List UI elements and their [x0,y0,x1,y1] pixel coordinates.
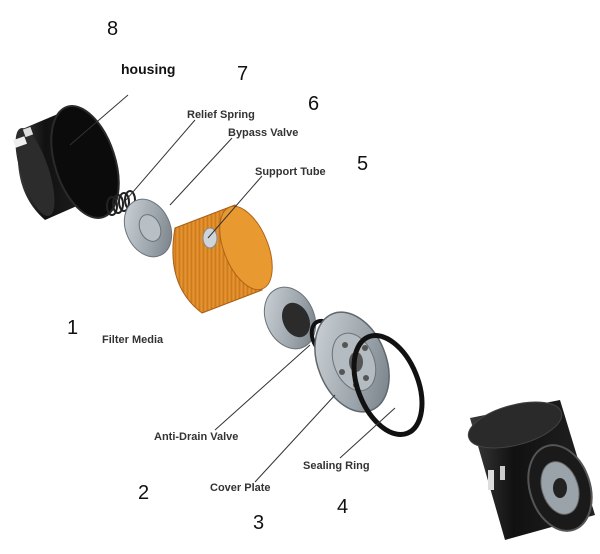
number-7: 7 [237,63,249,85]
number-1: 1 [67,317,79,339]
anti-drain-valve [263,286,317,350]
bypass-valve [123,198,173,258]
number-4: 4 [337,496,349,518]
label-anti-drain-valve: Anti-Drain Valve [154,431,239,443]
label-relief-spring: Relief Spring [187,109,255,121]
number-3: 3 [253,512,265,534]
label-bypass-valve: Bypass Valve [228,127,299,139]
label-support-tube: Support Tube [255,166,326,178]
number-6: 6 [308,93,320,115]
number-8: 8 [107,18,119,40]
label-housing: housing [121,61,176,77]
assembled-filter [467,400,595,540]
number-2: 2 [138,482,150,504]
label-filter-media: Filter Media [102,334,164,346]
number-5: 5 [357,153,369,175]
leader-lines [69,94,396,483]
housing-can [12,105,120,220]
sealing-ring-shape [351,332,425,438]
label-cover-plate: Cover Plate [210,482,271,494]
filter-media [172,204,273,314]
relief-spring [106,190,136,216]
label-sealing-ring: Sealing Ring [303,460,370,472]
